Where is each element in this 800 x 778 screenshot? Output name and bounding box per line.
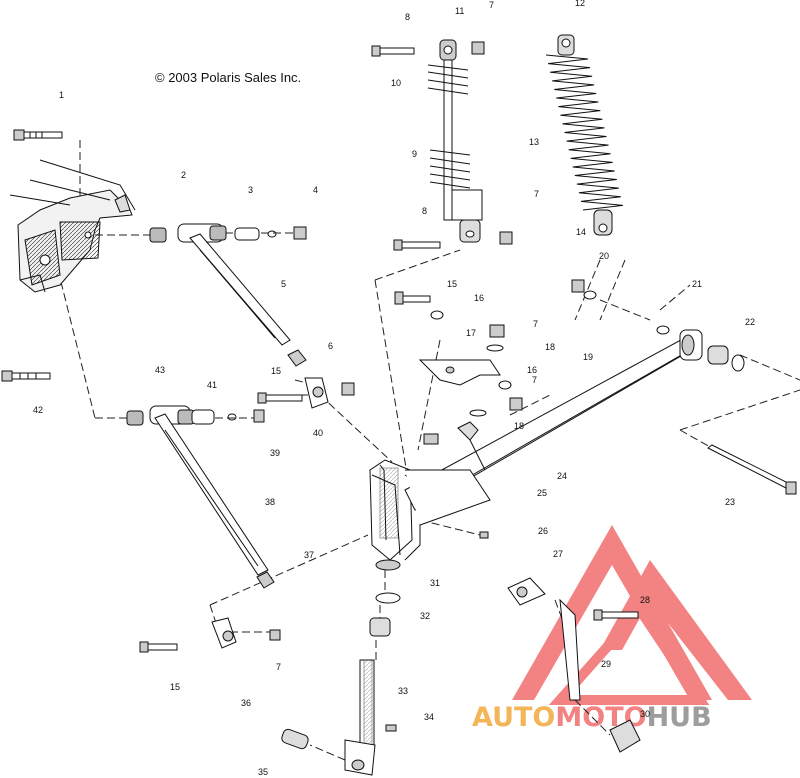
part-callout-41: 41 [207, 380, 217, 390]
part-callout-15: 15 [170, 682, 180, 692]
part-callout-31: 31 [430, 578, 440, 588]
watermark-triangle-inner [600, 560, 752, 700]
part-callout-13: 13 [529, 137, 539, 147]
part-callout-7: 7 [534, 189, 539, 199]
steering-bracket [394, 291, 523, 471]
part-callout-39: 39 [270, 448, 280, 458]
part-callout-34: 34 [424, 712, 434, 722]
front-shock-absorber [371, 39, 513, 251]
part-callout-9: 9 [412, 149, 417, 159]
part-callout-32: 32 [420, 611, 430, 621]
strut-housing [369, 459, 421, 571]
part-callout-16: 16 [527, 365, 537, 375]
part-callout-24: 24 [557, 471, 567, 481]
part-callout-26: 26 [538, 526, 548, 536]
lower-frame-bolt [1, 370, 51, 382]
part-callout-20: 20 [599, 251, 609, 261]
upper-frame-bolt [13, 129, 63, 141]
coil-over-spring [545, 34, 745, 372]
part-callout-18: 18 [545, 342, 555, 352]
part-callout-7: 7 [489, 0, 494, 10]
part-callout-30: 30 [640, 709, 650, 719]
chassis-frame [9, 159, 136, 293]
pivot-bolt [707, 444, 797, 495]
part-callout-22: 22 [745, 317, 755, 327]
tie-rod-end-lower [139, 617, 281, 653]
part-callout-23: 23 [725, 497, 735, 507]
part-callout-15: 15 [447, 279, 457, 289]
part-callout-29: 29 [601, 659, 611, 669]
part-callout-15: 15 [271, 366, 281, 376]
part-callout-40: 40 [313, 428, 323, 438]
part-callout-10: 10 [391, 78, 401, 88]
part-callout-33: 33 [398, 686, 408, 696]
part-callout-42: 42 [33, 405, 43, 415]
part-callout-8: 8 [405, 12, 410, 22]
part-callout-27: 27 [553, 549, 563, 559]
part-callout-1: 1 [59, 90, 64, 100]
part-callout-5: 5 [281, 279, 286, 289]
part-callout-35: 35 [258, 767, 268, 777]
part-callout-7: 7 [533, 319, 538, 329]
upper-control-arm [149, 223, 307, 367]
part-callout-21: 21 [692, 279, 702, 289]
part-callout-43: 43 [155, 365, 165, 375]
part-callout-18: 18 [514, 421, 524, 431]
part-callout-19: 19 [583, 352, 593, 362]
spindle-assembly [281, 531, 489, 776]
copyright-notice: © 2003 Polaris Sales Inc. [155, 70, 301, 85]
part-callout-3: 3 [248, 185, 253, 195]
part-callout-8: 8 [422, 206, 427, 216]
watermark-logo: AUTOMOTOHUB [472, 525, 752, 733]
part-callout-2: 2 [181, 170, 186, 180]
part-callout-38: 38 [265, 497, 275, 507]
watermark-triangle-center [548, 601, 710, 705]
part-callout-6: 6 [328, 341, 333, 351]
part-callout-17: 17 [466, 328, 476, 338]
part-callout-11: 11 [455, 6, 464, 16]
steering-arm [507, 577, 641, 753]
part-callout-12: 12 [575, 0, 585, 8]
trailing-arm [404, 329, 703, 526]
part-callout-36: 36 [241, 698, 251, 708]
watermark-text: AUTOMOTOHUB [472, 702, 712, 733]
part-callout-7: 7 [532, 375, 537, 385]
tie-rod-end-upper [257, 377, 355, 409]
part-callout-28: 28 [640, 595, 650, 605]
part-callout-7: 7 [276, 662, 281, 672]
part-callout-16: 16 [474, 293, 484, 303]
part-callout-4: 4 [313, 185, 318, 195]
part-callout-14: 14 [576, 227, 586, 237]
lower-control-arm [126, 405, 275, 589]
part-callout-25: 25 [537, 488, 547, 498]
part-callout-37: 37 [304, 550, 314, 560]
